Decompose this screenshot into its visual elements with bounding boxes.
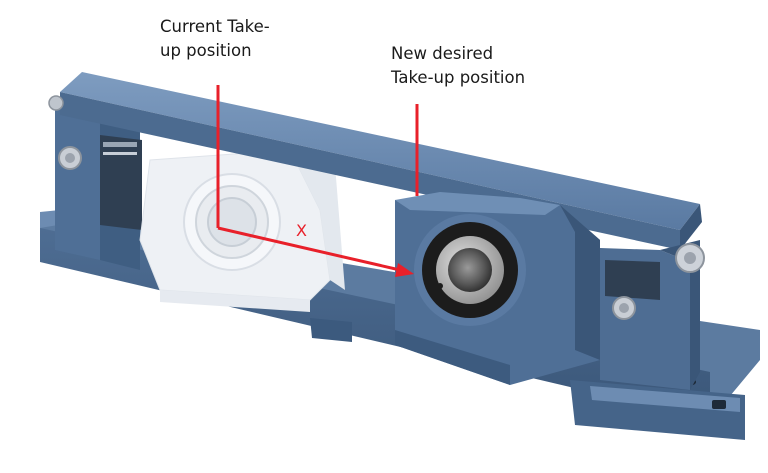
current-position-label: Current Take- up position bbox=[160, 15, 270, 63]
distance-label: X bbox=[296, 221, 307, 240]
arrow-icon bbox=[395, 263, 414, 277]
new-position-label: New desired Take-up position bbox=[391, 42, 525, 90]
ghost-pillow-block bbox=[139, 149, 345, 312]
bolt-icon bbox=[48, 95, 705, 320]
left-end-post bbox=[55, 105, 142, 270]
current-label-line2: up position bbox=[160, 41, 252, 60]
new-label-line2: Take-up position bbox=[391, 68, 526, 87]
right-end-post bbox=[600, 240, 700, 390]
new-pillow-block bbox=[395, 192, 600, 385]
current-label-line1: Current Take- bbox=[160, 17, 270, 36]
new-label-line1: New desired bbox=[391, 44, 494, 63]
distance-arrow bbox=[217, 226, 401, 272]
annotation-lines bbox=[216, 85, 419, 272]
